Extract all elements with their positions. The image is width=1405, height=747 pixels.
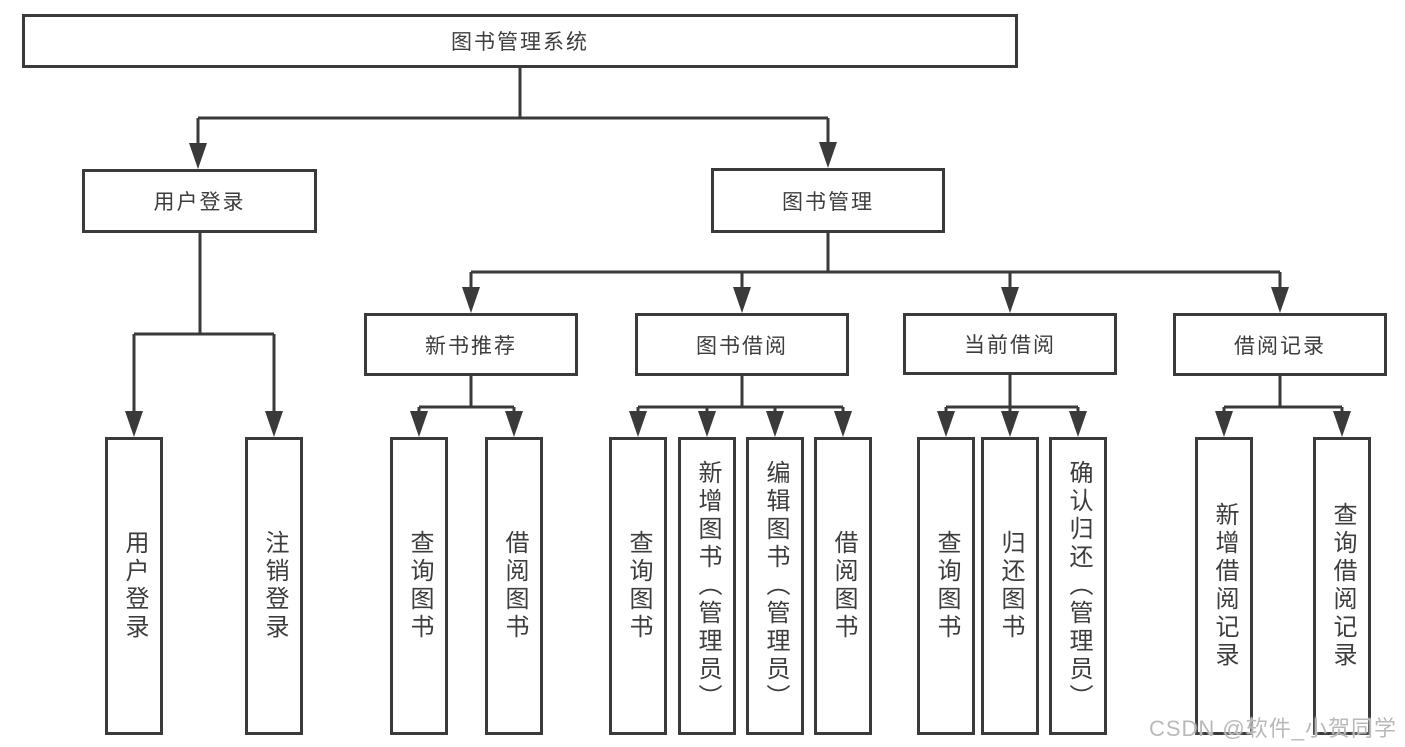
node-user-login-label: 用户登录 xyxy=(153,191,246,214)
leaf-query-books: 查询图书 xyxy=(609,437,667,735)
arrow-down-icon xyxy=(1001,287,1019,313)
leaf-borrow-books-label: 借阅图书 xyxy=(501,530,528,642)
arrow-down-icon xyxy=(505,411,523,437)
leaf-return-books-label: 归还图书 xyxy=(997,530,1024,642)
leaf-return-books: 归还图书 xyxy=(981,437,1039,735)
arrow-down-icon xyxy=(189,143,207,169)
leaf-query-borrow-record-label: 查询借阅记录 xyxy=(1329,502,1356,670)
node-current-borrowing: 当前借阅 xyxy=(903,313,1117,375)
node-borrowing-records-label: 借阅记录 xyxy=(1234,334,1326,358)
arrow-down-icon xyxy=(834,411,852,437)
node-current-borrowing-label: 当前借阅 xyxy=(964,334,1056,357)
leaf-query-books-label: 查询图书 xyxy=(625,530,652,642)
connector-book-management xyxy=(469,233,1282,288)
node-new-book-recommendation-label: 新书推荐 xyxy=(425,334,517,358)
node-book-borrowing-label: 图书借阅 xyxy=(696,334,788,358)
connector-user-login xyxy=(132,233,276,412)
leaf-add-borrow-record-label: 新增借阅记录 xyxy=(1211,502,1238,670)
connector-lines xyxy=(132,68,1344,412)
leaf-user-login: 用户登录 xyxy=(105,437,163,735)
node-book-management-label: 图书管理 xyxy=(782,190,874,214)
arrow-down-icon xyxy=(819,142,837,168)
leaf-query-books: 查询图书 xyxy=(917,437,975,735)
node-new-book-recommendation: 新书推荐 xyxy=(364,313,578,376)
leaf-confirm-return-admin-label: 确认归还（管理员） xyxy=(1065,460,1092,712)
node-user-login: 用户登录 xyxy=(82,169,317,233)
node-borrowing-records: 借阅记录 xyxy=(1173,313,1387,376)
leaf-edit-book-admin-label: 编辑图书（管理员） xyxy=(762,460,789,712)
connector-new-book xyxy=(417,376,516,412)
watermark: CSDN @软件_小贺同学 xyxy=(1148,716,1397,741)
connector-current-borrowing xyxy=(944,375,1080,412)
arrow-down-icon xyxy=(733,287,751,313)
leaf-borrow-books: 借阅图书 xyxy=(814,437,872,735)
arrow-down-icon xyxy=(410,411,428,437)
connector-book-borrowing xyxy=(636,376,845,412)
leaf-edit-book-admin: 编辑图书（管理员） xyxy=(746,437,804,735)
leaf-logout-login: 注销登录 xyxy=(245,437,303,735)
arrow-down-icon xyxy=(265,411,283,437)
arrow-down-icon xyxy=(1271,287,1289,313)
leaf-add-book-admin: 新增图书（管理员） xyxy=(678,437,736,735)
leaf-query-books-label: 查询图书 xyxy=(933,530,960,642)
arrow-down-icon xyxy=(1069,411,1087,437)
node-root: 图书管理系统 xyxy=(22,14,1018,68)
arrow-down-icon xyxy=(1215,411,1233,437)
leaf-borrow-books-label: 借阅图书 xyxy=(830,530,857,642)
arrow-down-icon xyxy=(1001,411,1019,437)
leaf-query-books: 查询图书 xyxy=(390,437,448,735)
arrow-down-icon xyxy=(937,411,955,437)
arrow-down-icon xyxy=(125,411,143,437)
leaf-borrow-books: 借阅图书 xyxy=(485,437,543,735)
arrowheads xyxy=(125,142,1351,437)
leaf-add-book-admin-label: 新增图书（管理员） xyxy=(694,460,721,712)
arrow-down-icon xyxy=(1333,411,1351,437)
arrow-down-icon xyxy=(629,411,647,437)
leaf-logout-login-label: 注销登录 xyxy=(261,530,288,642)
leaf-add-borrow-record: 新增借阅记录 xyxy=(1195,437,1253,735)
connector-root xyxy=(196,68,830,144)
leaf-confirm-return-admin: 确认归还（管理员） xyxy=(1049,437,1107,735)
node-book-borrowing: 图书借阅 xyxy=(635,313,849,376)
arrow-down-icon xyxy=(766,411,784,437)
leaf-query-borrow-record: 查询借阅记录 xyxy=(1313,437,1371,735)
connector-borrowing-records xyxy=(1222,376,1344,412)
leaf-query-books-label: 查询图书 xyxy=(406,530,433,642)
arrow-down-icon xyxy=(462,287,480,313)
node-book-management: 图书管理 xyxy=(711,168,945,233)
node-root-label: 图书管理系统 xyxy=(451,31,589,54)
arrow-down-icon xyxy=(698,411,716,437)
leaf-user-login-label: 用户登录 xyxy=(121,530,148,642)
